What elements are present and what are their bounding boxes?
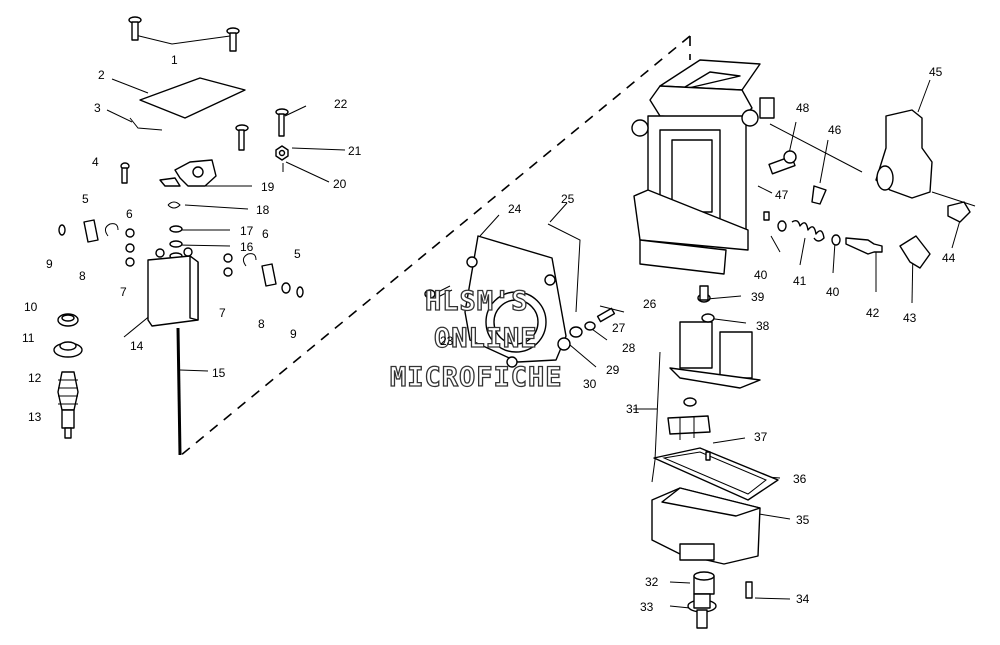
callout-45: 45 — [929, 65, 943, 79]
callout-44: 44 — [942, 251, 956, 265]
callout-8-right: 8 — [258, 317, 265, 331]
callout-40-right: 40 — [826, 285, 840, 299]
callout-1: 1 — [171, 53, 178, 67]
throttle-slide — [147, 247, 199, 327]
callout-20: 20 — [333, 177, 347, 191]
diaphragm-plate — [129, 77, 246, 131]
callout-19: 19 — [261, 180, 275, 194]
callout-34: 34 — [796, 592, 810, 606]
callout-37: 37 — [754, 430, 768, 444]
callout-16: 16 — [240, 240, 254, 254]
callout-9: 9 — [46, 257, 53, 271]
callout-2: 2 — [98, 68, 105, 82]
callout-31: 31 — [626, 402, 640, 416]
callout-32: 32 — [645, 575, 659, 589]
callout-47: 47 — [775, 188, 789, 202]
callout-4: 4 — [92, 155, 99, 169]
callout-21: 21 — [348, 144, 362, 158]
callout-29: 29 — [606, 363, 620, 377]
callout-3: 3 — [94, 101, 101, 115]
screw-pair — [128, 16, 240, 52]
callout-7: 7 — [120, 285, 127, 299]
callout-30: 30 — [583, 377, 597, 391]
callout-9-right: 9 — [290, 327, 297, 341]
small-screws — [120, 108, 289, 184]
callout-18: 18 — [256, 203, 270, 217]
throttle-bracket — [159, 159, 217, 187]
gasket-25 — [547, 223, 581, 313]
callout-14: 14 — [130, 339, 144, 353]
callout-5-right: 5 — [294, 247, 301, 261]
pilot-screw-parts — [763, 150, 931, 269]
carburetor-body — [631, 59, 863, 275]
callout-38: 38 — [756, 319, 770, 333]
callout-15: 15 — [212, 366, 226, 380]
callout-26: 26 — [643, 297, 657, 311]
callout-13: 13 — [28, 410, 42, 424]
callout-5: 5 — [82, 192, 89, 206]
callout-41: 41 — [793, 274, 807, 288]
callout-6-right: 6 — [262, 227, 269, 241]
callout-46: 46 — [828, 123, 842, 137]
watermark-line-1: HLSM'S — [425, 286, 529, 317]
float-arm-assembly — [669, 285, 761, 389]
callout-33: 33 — [640, 600, 654, 614]
needle-jet-parts — [53, 313, 83, 439]
float-pin-bracket — [667, 397, 711, 440]
callout-8: 8 — [79, 269, 86, 283]
callout-23: 23 — [440, 334, 454, 348]
callout-17: 17 — [240, 224, 254, 238]
callout-43: 43 — [903, 311, 917, 325]
float-bowl-cover — [464, 235, 567, 368]
separation-dashed-lines — [179, 35, 691, 457]
float-bowl — [651, 487, 761, 565]
callout-22: 22 — [334, 97, 348, 111]
callout-10: 10 — [24, 300, 38, 314]
callout-36: 36 — [793, 472, 807, 486]
jet-needle — [176, 327, 182, 456]
callout-42: 42 — [866, 306, 880, 320]
callout-39: 39 — [751, 290, 765, 304]
bowl-gasket — [653, 447, 779, 501]
throttle-cable-housing — [875, 109, 976, 223]
watermark-line-2: ONLINE — [434, 323, 538, 354]
watermark-line-3: MICROFICHE — [390, 362, 563, 393]
callout-28: 28 — [622, 341, 636, 355]
callout-12: 12 — [28, 371, 42, 385]
callout-24: 24 — [508, 202, 522, 216]
callout-numbers: 1 2 3 4 5 6 7 8 9 10 11 12 13 14 15 16 1… — [22, 53, 956, 614]
watermark: HLSM'S ONLINE MICROFICHE — [389, 285, 563, 393]
callout-40: 40 — [754, 268, 768, 282]
callout-27: 27 — [612, 321, 626, 335]
callout-48: 48 — [796, 101, 810, 115]
main-jet-holder — [687, 571, 753, 629]
center-small-parts — [424, 285, 616, 351]
callout-11: 11 — [22, 331, 35, 345]
callout-35: 35 — [796, 513, 810, 527]
callout-6: 6 — [126, 207, 133, 221]
callout-7-right: 7 — [219, 306, 226, 320]
callout-25: 25 — [561, 192, 575, 206]
